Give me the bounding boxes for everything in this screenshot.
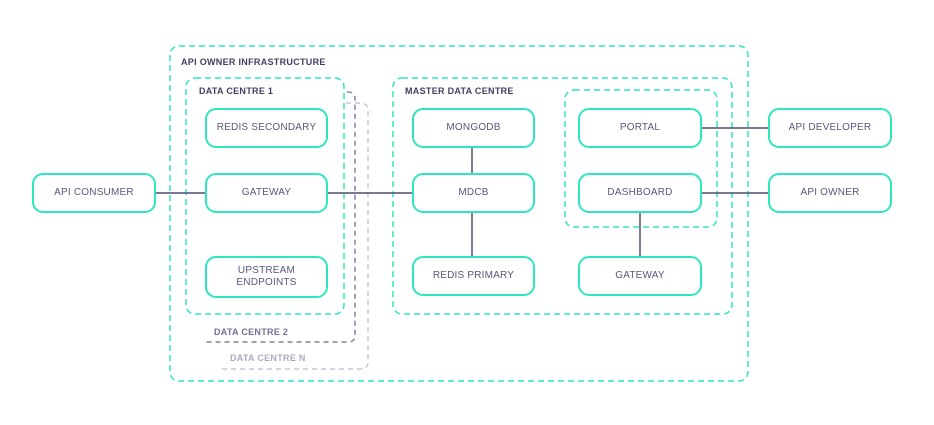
api-owner-infrastructure-label: API OWNER INFRASTRUCTURE	[181, 57, 326, 67]
redis-secondary-label: REDIS SECONDARY	[216, 122, 317, 133]
portal-node: PORTAL	[578, 108, 702, 148]
upstream-endpoints-label-line1: UPSTREAM	[237, 265, 296, 276]
master-gateway-node: GATEWAY	[578, 256, 702, 296]
redis-secondary-node: REDIS SECONDARY	[205, 108, 328, 148]
dc1-gateway-node: GATEWAY	[205, 173, 328, 213]
portal-label: PORTAL	[619, 122, 661, 133]
mdcb-label: MDCB	[458, 187, 489, 198]
api-owner-node: API OWNER	[768, 173, 892, 213]
dc1-gateway-label: GATEWAY	[241, 187, 292, 198]
api-consumer-node: API CONSUMER	[32, 173, 156, 213]
dashboard-label: DASHBOARD	[607, 187, 673, 198]
api-owner-infrastructure-border	[169, 45, 749, 382]
upstream-endpoints-label-line2: ENDPOINTS	[236, 277, 297, 288]
mdcb-node: MDCB	[412, 173, 535, 213]
master-data-centre-label: MASTER DATA CENTRE	[405, 86, 514, 96]
redis-primary-label: REDIS PRIMARY	[432, 270, 515, 281]
api-developer-label: API DEVELOPER	[788, 122, 872, 133]
upstream-endpoints-node: UPSTREAM ENDPOINTS	[205, 256, 328, 298]
data-centre-2-border	[203, 91, 356, 343]
mongodb-label: MONGODB	[446, 122, 501, 133]
redis-primary-node: REDIS PRIMARY	[412, 256, 535, 296]
mongodb-node: MONGODB	[412, 108, 535, 148]
api-owner-label: API OWNER	[800, 187, 860, 198]
data-centre-n-label: DATA CENTRE N	[230, 353, 306, 363]
data-centre-2-label: DATA CENTRE 2	[214, 327, 289, 337]
data-centre-1-label: DATA CENTRE 1	[199, 86, 274, 96]
api-developer-node: API DEVELOPER	[768, 108, 892, 148]
dashboard-node: DASHBOARD	[578, 173, 702, 213]
master-data-centre-border	[392, 77, 733, 315]
api-consumer-label: API CONSUMER	[54, 187, 134, 198]
master-gateway-label: GATEWAY	[615, 270, 665, 281]
